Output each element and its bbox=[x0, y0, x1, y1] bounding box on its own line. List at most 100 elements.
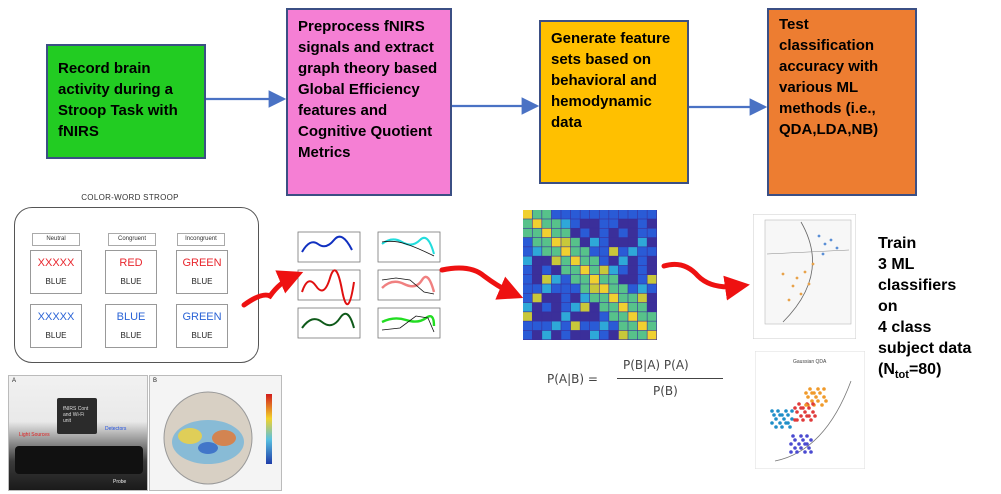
boundary-dot bbox=[823, 242, 827, 246]
scatter-dot bbox=[774, 425, 778, 429]
scatter-dot bbox=[824, 399, 828, 403]
heatmap-cell bbox=[570, 302, 580, 312]
scatter-dot bbox=[795, 410, 799, 414]
heatmap-cell bbox=[561, 210, 571, 219]
heatmap-cell bbox=[609, 228, 619, 238]
heatmap-cell bbox=[561, 293, 571, 303]
heatmap-cell bbox=[618, 293, 628, 303]
train-n-line: (Ntot=80) bbox=[878, 359, 993, 386]
heatmap-cell bbox=[599, 237, 609, 247]
heatmap-cell bbox=[647, 210, 657, 219]
brain-activation bbox=[178, 428, 202, 444]
formula-fraction-bar bbox=[617, 378, 723, 379]
scatter-dot bbox=[822, 387, 826, 391]
scatter-dot bbox=[789, 442, 793, 446]
boundary-dot bbox=[811, 262, 815, 266]
heatmap-cell bbox=[532, 228, 542, 238]
heatmap-cell bbox=[551, 293, 561, 303]
heatmap-cell bbox=[618, 247, 628, 256]
scatter-dot bbox=[822, 395, 826, 399]
heatmap-cell bbox=[599, 275, 609, 284]
heatmap-cell bbox=[551, 219, 561, 228]
heatmap-cell bbox=[542, 275, 552, 284]
heatmap-cell bbox=[609, 302, 619, 312]
heatmap-cell bbox=[580, 293, 590, 303]
scatter-dot bbox=[799, 446, 803, 450]
heatmap-cell bbox=[647, 256, 657, 266]
heatmap-cell bbox=[551, 284, 561, 293]
curved-red-arrow bbox=[439, 265, 524, 300]
stroop-card-word: RED bbox=[119, 257, 143, 269]
stroop-card-word: GREEN bbox=[182, 311, 222, 323]
heatmap-cell bbox=[561, 256, 571, 266]
stroop-card-word: XXXXX bbox=[37, 311, 75, 323]
heatmap-cell bbox=[618, 312, 628, 321]
heatmap-cell bbox=[590, 228, 599, 238]
signal-trace-blue bbox=[301, 235, 353, 253]
scatter-dot bbox=[784, 421, 788, 425]
scatter-dot bbox=[776, 409, 780, 413]
scatter-dot bbox=[809, 418, 813, 422]
scatter-dot bbox=[788, 425, 792, 429]
heatmap-cell bbox=[532, 210, 542, 219]
heatmap-cell bbox=[590, 330, 599, 340]
heatmap-cell bbox=[609, 237, 619, 247]
heatmap-cell bbox=[570, 219, 580, 228]
heatmap-cell bbox=[532, 330, 542, 340]
heatmap-cell bbox=[609, 275, 619, 284]
heatmap-cell bbox=[542, 247, 552, 256]
stroop-card: XXXXX BLUE bbox=[30, 304, 82, 348]
heatmap-cell bbox=[542, 302, 552, 312]
scatter-dot bbox=[809, 438, 813, 442]
heatmap-cell bbox=[532, 219, 542, 228]
heatmap-cell bbox=[580, 265, 590, 275]
heatmap-cell bbox=[618, 210, 628, 219]
step-generate-box: Generate feature sets based on behaviora… bbox=[539, 20, 689, 184]
heatmap-cell bbox=[542, 293, 552, 303]
heatmap-cell bbox=[570, 312, 580, 321]
scatter-dot bbox=[791, 434, 795, 438]
heatmap-cell bbox=[590, 210, 599, 219]
heatmap-cell bbox=[618, 265, 628, 275]
stroop-card-word: BLUE bbox=[116, 311, 146, 323]
heatmap-cell bbox=[590, 237, 599, 247]
probe-label: Probe bbox=[113, 479, 127, 485]
heatmap-cell bbox=[599, 312, 609, 321]
heatmap-cell bbox=[523, 330, 532, 340]
scatter-dot bbox=[813, 414, 817, 418]
heatmap-cell bbox=[618, 302, 628, 312]
stroop-card: XXXXX BLUE bbox=[30, 250, 82, 294]
heatmap-cell bbox=[590, 312, 599, 321]
scatter-dot bbox=[805, 414, 809, 418]
scatter-dot bbox=[816, 387, 820, 391]
scatter-dot bbox=[811, 410, 815, 414]
scatter-dot bbox=[784, 409, 788, 413]
heatmap-cell bbox=[628, 237, 638, 247]
heatmap-cell bbox=[532, 284, 542, 293]
heatmap-cell bbox=[647, 219, 657, 228]
heatmap-cell bbox=[561, 321, 571, 331]
train-line: Train bbox=[878, 235, 917, 252]
heatmap-cell bbox=[523, 228, 532, 238]
scatter-dot bbox=[820, 403, 824, 407]
scatter-dot bbox=[808, 387, 812, 391]
curved-red-arrow bbox=[661, 261, 750, 301]
heatmap-cell bbox=[580, 321, 590, 331]
scatter-dot bbox=[793, 446, 797, 450]
heatmap-cell bbox=[570, 210, 580, 219]
heatmap-cell bbox=[609, 210, 619, 219]
colorbar bbox=[266, 394, 272, 464]
heatmap-cell bbox=[561, 247, 571, 256]
heatmap-cell bbox=[599, 321, 609, 331]
heatmap-cell bbox=[561, 330, 571, 340]
signal-trace-red bbox=[301, 269, 355, 305]
heatmap-cell bbox=[551, 265, 561, 275]
heatmap-cell bbox=[628, 330, 638, 340]
heatmap-cell bbox=[628, 265, 638, 275]
scatter-dot bbox=[780, 425, 784, 429]
heatmap-cell bbox=[542, 256, 552, 266]
heatmap-cell bbox=[609, 265, 619, 275]
heatmap-cell bbox=[637, 265, 647, 275]
heatmap-cell bbox=[628, 219, 638, 228]
train-line: 4 class bbox=[878, 319, 932, 336]
